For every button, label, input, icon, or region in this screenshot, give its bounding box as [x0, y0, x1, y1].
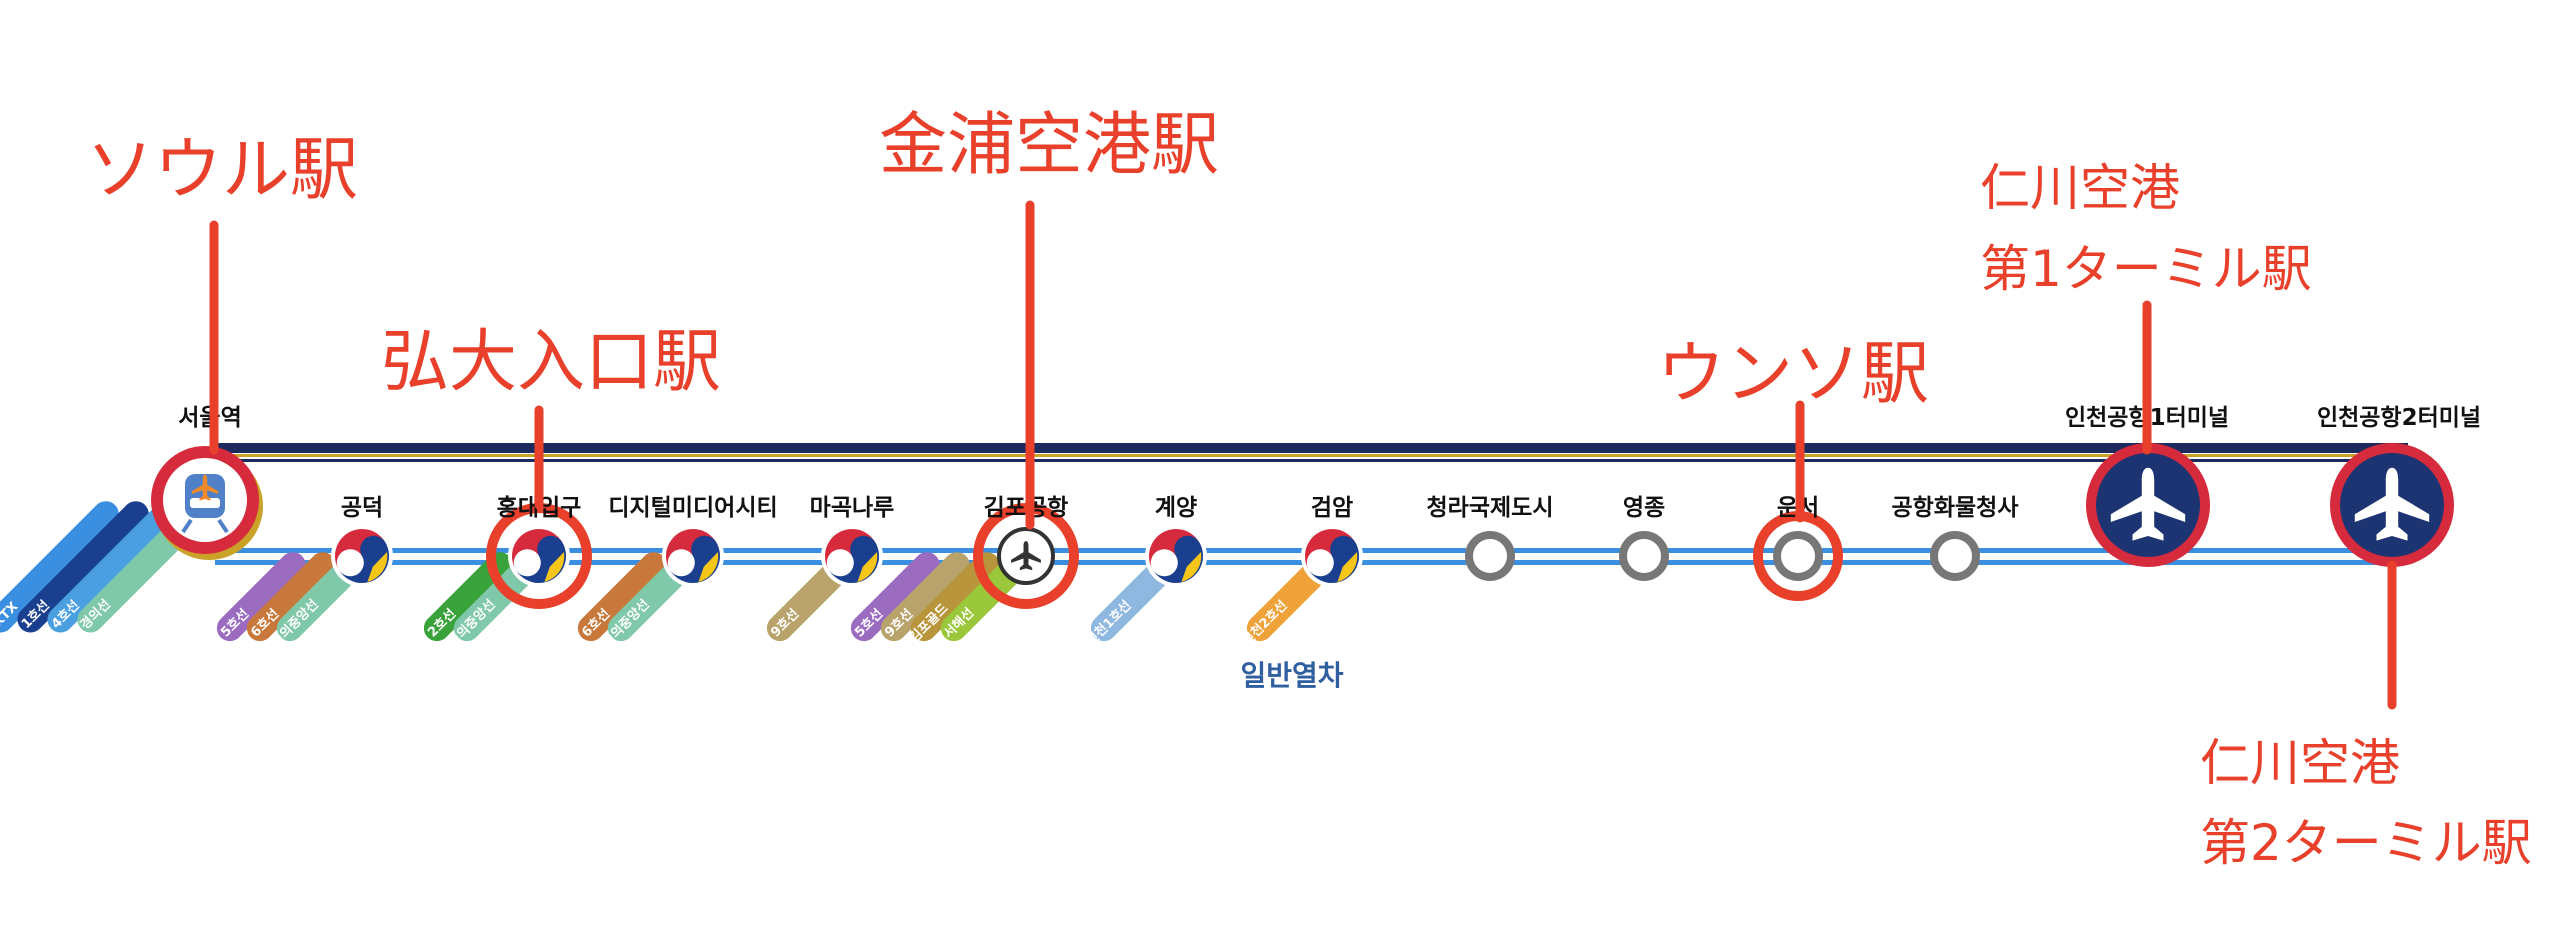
station-labels-layer: 서울역공덕홍대입구디지털미디어시티마곡나루김포공항계양검암청라국제도시영종운서공… — [178, 405, 2481, 521]
annotation-3: 金浦空港駅 — [879, 106, 1219, 530]
station-2[interactable] — [325, 519, 399, 593]
airplane-icon — [2354, 467, 2430, 541]
station-marker — [1619, 531, 1669, 581]
branch-line-pill — [216, 552, 306, 642]
annotation-1: ソウル駅 — [86, 131, 358, 455]
express-line — [215, 443, 2408, 462]
station-marker — [1773, 531, 1823, 581]
station-label: 인천공항2터미널 — [2317, 405, 2481, 431]
annotation-text: ウンソ駅 — [1657, 335, 1929, 414]
station-label: 영종 — [1623, 495, 1665, 521]
transfer-icon — [1301, 525, 1363, 587]
station-12[interactable] — [1930, 531, 1980, 581]
transfer-icon — [821, 525, 883, 587]
transfer-icon — [331, 525, 393, 587]
annotation-text: 第2ターミル駅 — [2200, 814, 2532, 872]
branch-line-pill — [246, 552, 336, 642]
station-label: 마곡나루 — [810, 495, 895, 521]
branch-line-pill — [880, 552, 970, 642]
station-marker — [1930, 531, 1980, 581]
station-5[interactable] — [815, 519, 889, 593]
express-line-track-lower — [215, 459, 2408, 462]
station-10[interactable] — [1619, 531, 1669, 581]
annotation-4: ウンソ駅 — [1657, 335, 1929, 523]
station-13[interactable] — [2086, 443, 2210, 567]
station-14[interactable] — [2330, 443, 2454, 567]
station-7[interactable] — [1139, 519, 1213, 593]
airplane-icon — [2110, 467, 2186, 541]
station-6[interactable] — [997, 527, 1055, 585]
annotation-2: 弘大入口駅 — [381, 323, 721, 510]
station-label: 계양 — [1155, 495, 1197, 521]
branch-line-pill — [850, 552, 940, 642]
branch-line-pill — [577, 552, 667, 642]
branch-line-pill — [47, 501, 179, 633]
branch-line-pill — [0, 501, 119, 633]
station-marker — [1465, 531, 1515, 581]
station-4[interactable] — [656, 519, 730, 593]
express-line-track — [215, 443, 2408, 453]
annotation-text: 仁川空港 — [1980, 159, 2180, 217]
branch-line-pill — [17, 501, 149, 633]
station-1[interactable] — [151, 446, 263, 560]
transfer-icon — [1145, 525, 1207, 587]
transfer-icon — [662, 525, 724, 587]
station-11[interactable] — [1773, 531, 1823, 581]
station-3[interactable] — [502, 519, 576, 593]
station-label: 청라국제도시 — [1427, 495, 1554, 521]
station-label: 검암 — [1311, 495, 1353, 521]
airplane-icon — [1011, 541, 1041, 571]
annotation-text: 弘大入口駅 — [381, 323, 721, 402]
station-label: 공항화물청사 — [1892, 495, 2019, 521]
stations-layer — [151, 443, 2454, 609]
airplane-icon — [191, 474, 219, 501]
annotation-text: 仁川空港 — [2200, 734, 2400, 792]
transfer-icon — [508, 525, 570, 587]
express-line-accent — [215, 454, 2408, 457]
annotation-text: 第1ターミル駅 — [1980, 240, 2312, 298]
station-9[interactable] — [1465, 531, 1515, 581]
annotation-text: 金浦空港駅 — [879, 106, 1219, 185]
annotation-text: ソウル駅 — [86, 131, 358, 210]
station-label: 공덕 — [341, 495, 383, 521]
station-8[interactable] — [1295, 519, 1369, 593]
station-label: 디지털미디어시티 — [608, 495, 777, 521]
service-label: 일반열차 — [1240, 659, 1343, 692]
